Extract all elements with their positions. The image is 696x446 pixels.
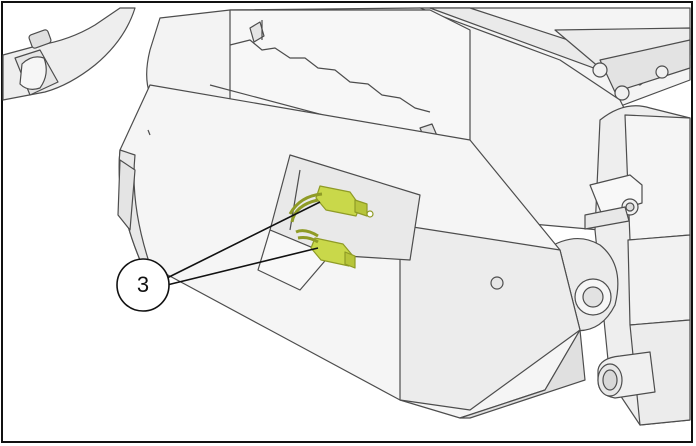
connector-group [288,185,374,269]
callout-number: 3 [136,272,150,297]
callout-circle [116,258,170,312]
callout-leaders [166,201,321,286]
coolant-hose-top-left [2,7,136,101]
upper-connector [288,185,374,223]
lower-connector [295,229,356,269]
heater-core-tank [584,105,691,426]
